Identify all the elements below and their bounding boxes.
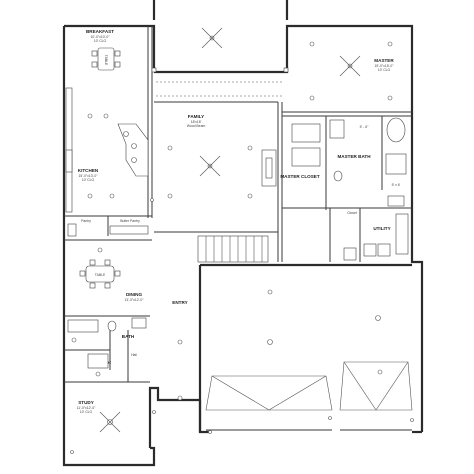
entry: ENTRY [172,300,188,401]
master-closet-small-label: Closet [347,211,357,215]
ceiling-fan-icon [199,155,221,177]
breakfast-table-label: TABLE [104,55,108,66]
range [65,149,73,173]
breakfast-table [97,47,115,71]
breakfast-label: BREAKFAST [86,29,114,34]
garage-door-1 [205,375,333,411]
shower-dimension: 5' x 6' [392,183,401,187]
master-bath: 5' - 6" MASTER BATH 5' x 6' [329,117,407,207]
porch-posts [151,67,289,97]
hall-label: Hall [131,353,137,357]
breakfast-room: BREAKFAST 10'-0"x10'-0" 10' CLG TABLE [86,29,121,71]
entry-label: ENTRY [172,300,187,305]
tub [67,319,99,333]
master-suite: MASTER 15'-0"x15'-0" 10' CLG [309,41,395,101]
pantry-label: Pantry [81,219,91,223]
family-room: FAMILY 18'x18' Wood Beam [167,114,277,199]
master-closet: MASTER CLOSET Closet [280,123,357,215]
study-ceiling: 10' CLG [80,410,93,414]
vanity [131,317,147,329]
master-ceiling: 10' CLG [378,68,391,72]
butler-pantry-label: Butler Pantry [120,219,140,223]
dining-room: TABLE DINING 13'-0"x12'-0" [79,247,145,302]
kitchen: KITCHEN 15'-0"x13'-0" 10' CLG [65,87,149,213]
pantries: Pantry Butler Pantry [67,219,149,237]
family-ceiling: Wood Beam [187,124,206,128]
dining-dims: 13'-0"x12'-0" [125,298,145,302]
breakfast-dims: 10'-0"x10'-0" [91,35,111,39]
garage [205,289,413,431]
dining-table [85,265,115,283]
master-fan-icon [339,55,361,77]
master-tub [386,117,406,143]
master-dims: 15'-0"x15'-0" [375,64,395,68]
study-label: STUDY [78,400,94,405]
master-shower [385,153,407,175]
study: STUDY 11'-0"x12'-0" 10' CLG [77,400,121,433]
secondary-bath: BATH Closet Hall [67,317,147,377]
garage-door-2 [339,361,413,411]
kitchen-ceiling: 10' CLG [82,178,95,182]
master-bath-label: MASTER BATH [337,154,371,159]
master-label: MASTER [374,58,394,63]
utility-label: UTILITY [373,226,390,231]
exterior-fixtures [70,198,414,454]
bath-label: BATH [122,334,135,339]
kitchen-dims: 15'-0"x13'-0" [79,174,99,178]
master-closet-label: MASTER CLOSET [280,174,319,179]
breakfast-ceiling: 10' CLG [94,39,107,43]
kitchen-island [117,123,149,177]
staircase [197,235,269,263]
porch-fan-icon [201,27,223,49]
master-vanity-left [329,119,345,139]
family-label: FAMILY [188,114,204,119]
family-dims: 18'x18' [191,120,202,124]
kitchen-label: KITCHEN [78,168,99,173]
utility-room: UTILITY [343,213,409,261]
dining-label: DINING [126,292,143,297]
dining-table-label: TABLE [95,273,106,277]
study-dims: 11'-0"x12'-0" [77,406,97,410]
interior-walls [64,26,412,383]
tub-dimension: 5' - 6" [360,125,369,129]
toilet [107,320,117,332]
exterior-walls [62,0,424,467]
